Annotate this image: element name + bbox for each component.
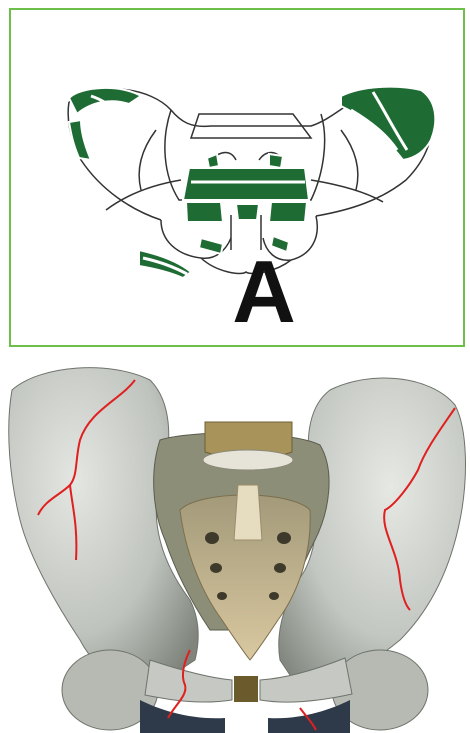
pelvis-photo (0, 360, 470, 733)
diagram-panel: A (9, 8, 465, 347)
left-lateral-fragment (69, 120, 91, 160)
left-pubic-ramus (145, 660, 232, 702)
right-wing-fragment (341, 87, 435, 160)
diagram-label: A (219, 248, 309, 336)
central-sacral-block (236, 204, 259, 220)
pubic-symphysis (234, 676, 258, 702)
left-sacral-block (186, 202, 223, 222)
sacral-band-fragment (183, 168, 309, 200)
right-sacral-block (269, 202, 307, 222)
pelvis-model-image (0, 360, 470, 733)
